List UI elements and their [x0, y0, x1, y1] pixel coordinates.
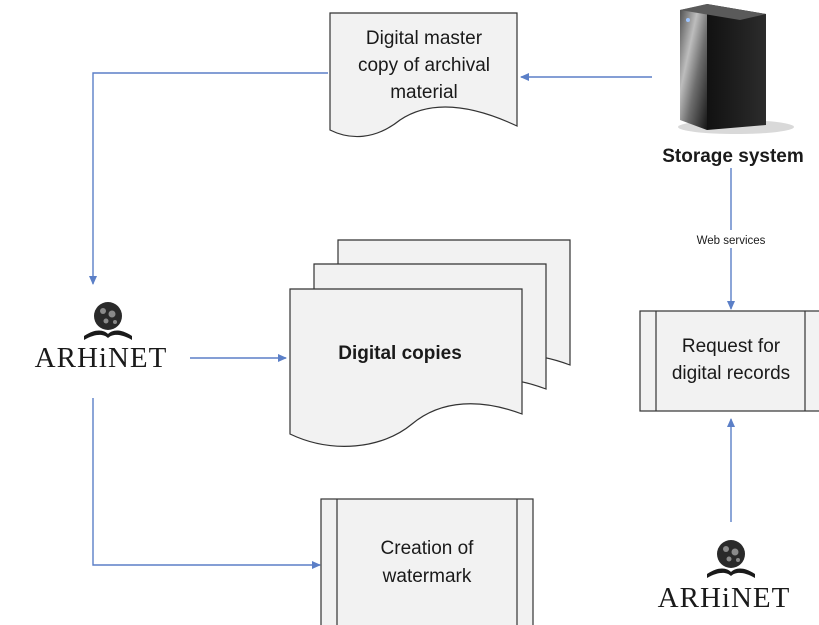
arrow-arhinet-to-watermark [92, 398, 321, 569]
arhinet-left-node: ARHiNET [35, 302, 168, 374]
master-copy-line-2: copy of archival [358, 55, 490, 76]
arhinet-logo-icon [707, 540, 755, 578]
master-copy-line-1: Digital master [366, 28, 483, 49]
watermark-node: Creation of watermark [320, 498, 534, 625]
request-line-2: digital records [672, 363, 790, 384]
process-box [320, 498, 534, 625]
document-shape [329, 12, 518, 138]
document-shape-front [289, 288, 523, 447]
storage-node: Storage system [662, 4, 804, 167]
server-icon [678, 4, 794, 134]
watermark-line-1: Creation of [381, 538, 475, 559]
web-services-label-bg [680, 230, 784, 248]
web-services-label: Web services [697, 235, 766, 247]
digital-copies-node: Digital copies [289, 239, 571, 447]
arhinet-right-label: ARHiNET [658, 582, 791, 614]
arhinet-logo-icon [84, 302, 132, 340]
watermark-line-2: watermark [382, 566, 472, 587]
storage-label: Storage system [662, 146, 804, 167]
request-node: Request for digital records [639, 310, 819, 412]
arhinet-left-label: ARHiNET [35, 342, 168, 374]
arrow-master-to-arhinet [89, 72, 328, 285]
request-line-1: Request for [682, 336, 781, 357]
master-copy-node: Digital master copy of archival material [329, 12, 518, 138]
digital-copies-label: Digital copies [338, 343, 462, 364]
master-copy-line-3: material [390, 82, 458, 103]
arhinet-right-node: ARHiNET [658, 540, 791, 614]
process-box [639, 310, 819, 412]
